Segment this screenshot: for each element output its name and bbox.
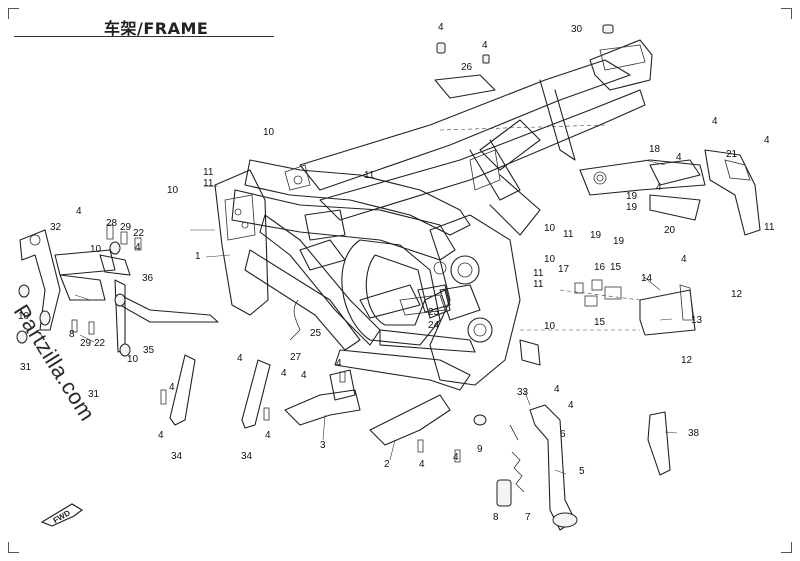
callout-11: 11 — [533, 279, 544, 290]
callout-24: 24 — [428, 320, 440, 331]
frame-corner-bottom-right — [781, 542, 792, 553]
callout-35: 35 — [143, 345, 155, 356]
callout-29: 29 — [120, 222, 132, 233]
callout-4: 4 — [453, 452, 459, 463]
callout-4: 4 — [656, 182, 662, 193]
callout-5: 5 — [579, 466, 585, 477]
callout-11: 11 — [203, 178, 214, 189]
left-parts — [16, 224, 219, 357]
title-box: 车架/FRAME — [14, 14, 274, 38]
callout-10: 10 — [544, 223, 556, 234]
callout-4: 4 — [764, 135, 770, 146]
callout-4: 4 — [237, 353, 243, 364]
callout-36: 36 — [142, 273, 154, 284]
callout-32: 32 — [50, 222, 62, 233]
callout-4: 4 — [568, 400, 574, 411]
callout-10: 10 — [544, 254, 556, 265]
callout-28: 28 — [106, 218, 118, 229]
callout-22: 22 — [94, 338, 106, 349]
main-frame — [214, 39, 653, 391]
callout-15: 15 — [610, 262, 622, 273]
callout-8: 8 — [493, 512, 499, 523]
callout-4: 4 — [301, 370, 307, 381]
callout-29: 29 — [80, 338, 92, 349]
top-parts — [434, 24, 614, 131]
rear-brackets — [520, 149, 761, 336]
callout-31: 31 — [88, 389, 100, 400]
callout-9: 9 — [477, 444, 483, 455]
callout-10: 10 — [544, 321, 556, 332]
callout-23: 23 — [428, 307, 440, 318]
callout-12: 12 — [731, 289, 743, 300]
callout-4: 4 — [482, 40, 488, 51]
fwd-arrow-logo: FWD — [40, 503, 84, 527]
callout-33: 33 — [517, 387, 529, 398]
callout-26: 26 — [461, 62, 473, 73]
callout-2: 2 — [384, 459, 390, 470]
callout-38: 38 — [688, 428, 700, 439]
callout-22: 22 — [133, 228, 145, 239]
callout-7: 7 — [525, 512, 531, 523]
callout-4: 4 — [438, 22, 444, 33]
callout-34: 34 — [171, 451, 183, 462]
callout-4: 4 — [169, 382, 175, 393]
callout-8: 8 — [69, 329, 75, 340]
callout-10: 10 — [90, 244, 102, 255]
callout-11: 11 — [203, 167, 214, 178]
callout-4: 4 — [676, 152, 682, 163]
callout-19: 19 — [626, 191, 638, 202]
frame-corner-top-left — [8, 8, 19, 19]
callout-labels: 30 4 4 26 10 11 11 10 11 1 18 4 4 21 4 1… — [18, 22, 775, 523]
callout-11: 11 — [764, 222, 775, 233]
page-title: 车架/FRAME — [104, 19, 209, 38]
callout-16: 16 — [594, 262, 606, 273]
callout-18: 18 — [649, 144, 661, 155]
callout-34: 34 — [241, 451, 253, 462]
callout-11: 11 — [563, 229, 574, 240]
lower-parts — [160, 289, 671, 531]
callout-4: 4 — [265, 430, 271, 441]
callout-11: 11 — [533, 268, 544, 279]
callout-19: 19 — [626, 202, 638, 213]
frame-corner-top-right — [781, 8, 792, 19]
callout-4: 4 — [135, 242, 141, 253]
callout-17: 17 — [558, 264, 570, 275]
callout-4: 4 — [76, 206, 82, 217]
callout-31: 31 — [20, 362, 32, 373]
callout-3: 3 — [320, 440, 326, 451]
callout-4: 4 — [554, 384, 560, 395]
callout-19: 19 — [590, 230, 602, 241]
callout-4: 4 — [281, 368, 287, 379]
callout-4: 4 — [336, 358, 342, 369]
callout-12: 12 — [681, 355, 693, 366]
callout-13: 13 — [691, 315, 703, 326]
callout-10: 10 — [18, 311, 30, 322]
frame-corner-bottom-left — [8, 542, 19, 553]
callout-19: 19 — [613, 236, 625, 247]
callout-4: 4 — [158, 430, 164, 441]
callout-4: 4 — [681, 254, 687, 265]
callout-30: 30 — [571, 24, 583, 35]
callout-21: 21 — [726, 149, 738, 160]
callout-10: 10 — [127, 354, 139, 365]
callout-6: 6 — [560, 429, 566, 440]
callout-11: 11 — [364, 170, 375, 181]
callout-4: 4 — [419, 459, 425, 470]
callout-4: 4 — [712, 116, 718, 127]
leader-lines — [74, 159, 678, 475]
callout-10: 10 — [263, 127, 275, 138]
callout-1: 1 — [195, 251, 201, 262]
callout-15: 15 — [594, 317, 606, 328]
callout-14: 14 — [641, 273, 653, 284]
callout-20: 20 — [664, 225, 676, 236]
callout-27: 27 — [290, 352, 302, 363]
callout-25: 25 — [310, 328, 322, 339]
callout-10: 10 — [167, 185, 179, 196]
